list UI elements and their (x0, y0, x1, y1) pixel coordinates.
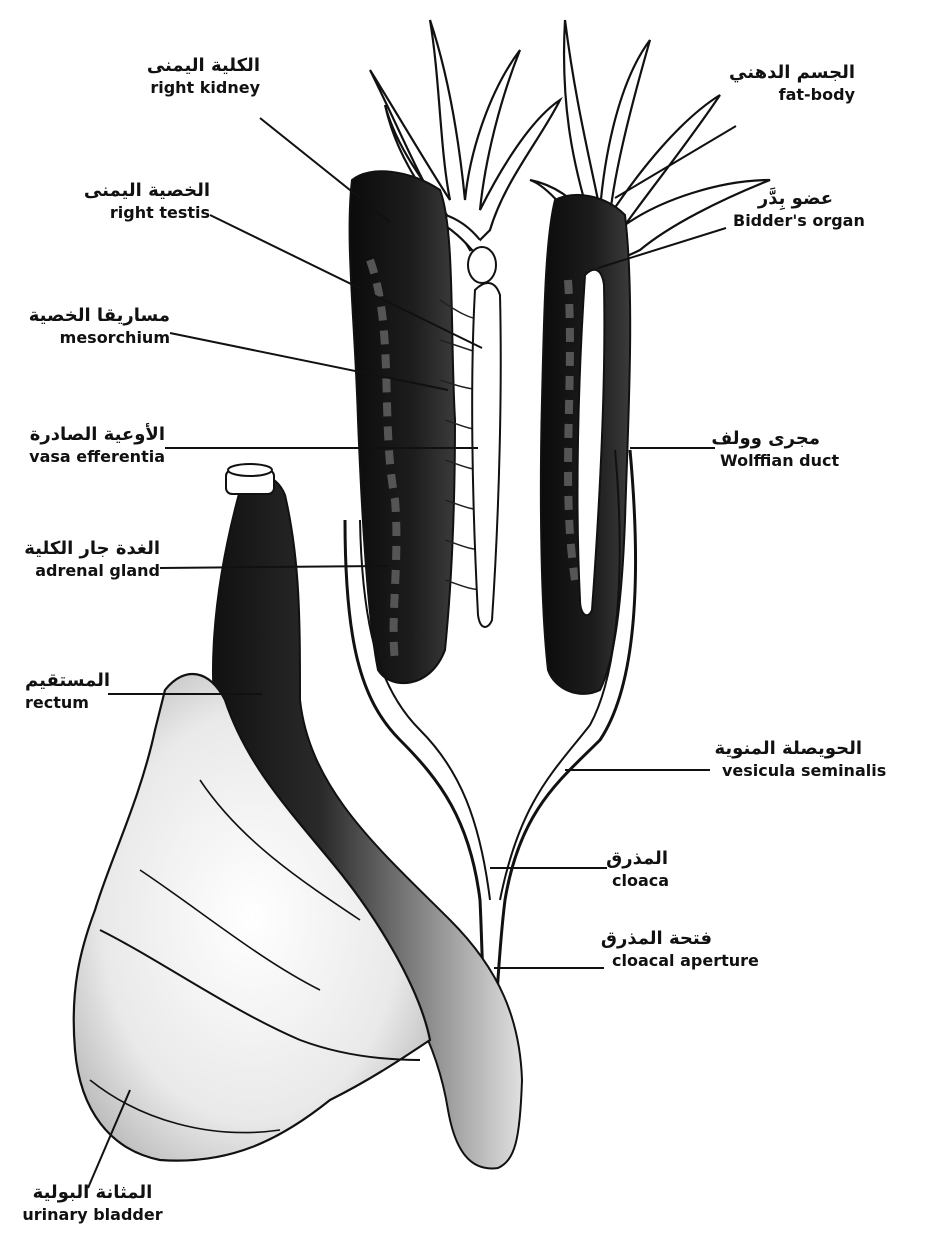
label-right-kidney: الكلية اليمنى right kidney (120, 55, 260, 98)
label-wolffian-duct-en: Wolffian duct (720, 451, 880, 471)
label-cloacal-aperture-ar: فتحة المذرق (612, 928, 712, 951)
label-urinary-bladder: المثانة البولية urinary bladder (0, 1182, 185, 1225)
right-testis-shape (472, 283, 501, 627)
label-mesorchium-ar: مساريقا الخصية (10, 305, 170, 328)
label-cloaca: المذرق cloaca (612, 848, 732, 891)
label-vasa-efferentia: الأوعية الصادرة vasa efferentia (5, 424, 165, 467)
label-wolffian-duct: مجرى وولف Wolffian duct (720, 428, 880, 471)
label-adrenal-gland-en: adrenal gland (5, 561, 160, 581)
label-right-testis-en: right testis (70, 203, 210, 223)
label-right-kidney-ar: الكلية اليمنى (120, 55, 260, 78)
label-right-testis-ar: الخصية اليمنى (70, 180, 210, 203)
label-vesicula-seminalis-en: vesicula seminalis (722, 761, 922, 781)
label-right-testis: الخصية اليمنى right testis (70, 180, 210, 223)
label-adrenal-gland: الغدة جار الكلية adrenal gland (5, 538, 160, 581)
label-cloaca-ar: المذرق (612, 848, 668, 871)
label-cloaca-en: cloaca (612, 871, 732, 891)
label-vesicula-seminalis: الحويصلة المنوية vesicula seminalis (722, 738, 922, 781)
label-cloacal-aperture: فتحة المذرق cloacal aperture (612, 928, 802, 971)
label-vasa-efferentia-ar: الأوعية الصادرة (5, 424, 165, 447)
label-bidders-organ: عضو بِدَّر Bidder's organ (733, 188, 903, 231)
label-urinary-bladder-ar: المثانة البولية (0, 1182, 185, 1205)
label-fat-body: الجسم الدهني fat-body (715, 62, 855, 105)
label-bidders-organ-ar: عضو بِدَّر (733, 188, 833, 211)
label-fat-body-ar: الجسم الدهني (715, 62, 855, 85)
label-fat-body-en: fat-body (715, 85, 855, 105)
label-mesorchium: مساريقا الخصية mesorchium (10, 305, 170, 348)
label-rectum-ar: المستقيم (25, 670, 115, 693)
label-bidders-organ-en: Bidder's organ (733, 211, 903, 231)
label-cloacal-aperture-en: cloacal aperture (612, 951, 802, 971)
label-rectum-en: rectum (25, 693, 115, 713)
label-vasa-efferentia-en: vasa efferentia (5, 447, 165, 467)
label-vesicula-seminalis-ar: الحويصلة المنوية (722, 738, 862, 761)
label-rectum: المستقيم rectum (25, 670, 115, 713)
label-urinary-bladder-en: urinary bladder (0, 1205, 185, 1225)
label-adrenal-gland-ar: الغدة جار الكلية (5, 538, 160, 561)
label-mesorchium-en: mesorchium (10, 328, 170, 348)
label-right-kidney-en: right kidney (120, 78, 260, 98)
label-wolffian-duct-ar: مجرى وولف (720, 428, 820, 451)
